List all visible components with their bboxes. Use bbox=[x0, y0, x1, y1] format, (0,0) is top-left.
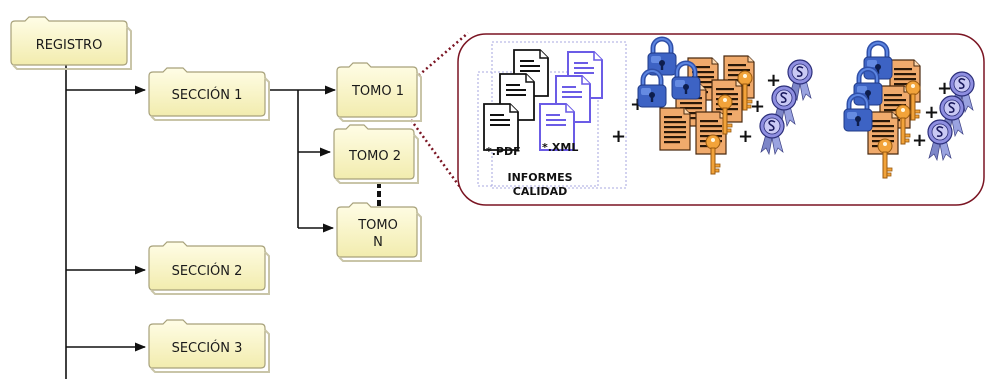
plus-sign: + bbox=[924, 102, 939, 123]
folder-label: TOMO 2 bbox=[348, 149, 401, 164]
folder-label: REGISTRO bbox=[36, 38, 103, 53]
plus-sign: + bbox=[937, 78, 952, 99]
folder-label: SECCIÓN 3 bbox=[172, 340, 243, 356]
folder-tomo-1[interactable]: TOMO 1 bbox=[336, 62, 422, 122]
folder-seccion-1[interactable]: SECCIÓN 1 bbox=[148, 67, 270, 121]
pdf-document-icon bbox=[483, 103, 519, 151]
folder-label-line-2: N bbox=[373, 235, 383, 250]
folder-label: SECCIÓN 2 bbox=[172, 263, 243, 279]
folder-label: SECCIÓN 1 bbox=[172, 87, 243, 103]
tree-connectors bbox=[65, 65, 337, 379]
folder-seccion-3[interactable]: SECCIÓN 3 bbox=[148, 319, 270, 373]
xml-label: *.XML bbox=[542, 141, 578, 154]
caption-line-2: CALIDAD bbox=[513, 185, 567, 198]
plus-sign: + bbox=[766, 70, 781, 91]
certified-document-icon bbox=[659, 107, 691, 151]
folder-tomo-n[interactable]: TOMO N bbox=[336, 202, 422, 262]
folder-label-line-1: TOMO bbox=[357, 218, 398, 233]
plus-signs: + + + + + + + + bbox=[611, 70, 952, 151]
plus-sign: + bbox=[738, 126, 753, 147]
plus-sign: + bbox=[750, 96, 765, 117]
folder-seccion-2[interactable]: SECCIÓN 2 bbox=[148, 241, 270, 295]
plus-sign: + bbox=[912, 130, 927, 151]
pdf-label: *.PDF bbox=[486, 145, 521, 158]
folder-tomo-2[interactable]: TOMO 2 bbox=[333, 124, 419, 184]
caption-line-1: INFORMES bbox=[507, 171, 572, 184]
plus-sign: + bbox=[611, 126, 626, 147]
folder-registro[interactable]: REGISTRO bbox=[10, 16, 132, 70]
folder-label: TOMO 1 bbox=[351, 84, 404, 99]
quality-reports-group: *.PDF *.XML INFORMES CALIDAD bbox=[477, 41, 627, 198]
ellipsis-dots bbox=[377, 182, 381, 206]
